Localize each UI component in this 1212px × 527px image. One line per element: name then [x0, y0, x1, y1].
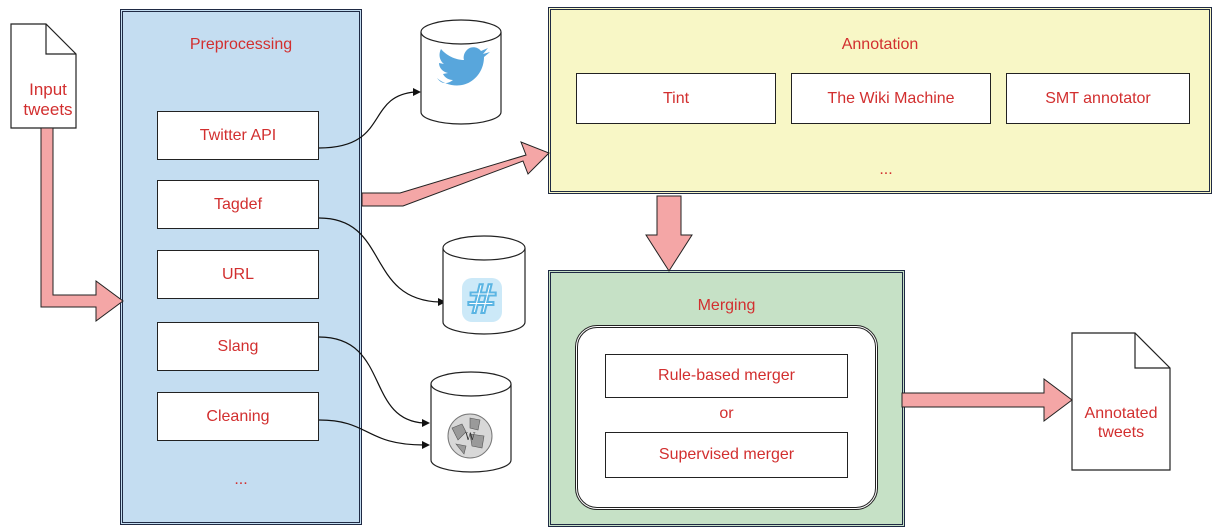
- supervised-merger-box: Supervised merger: [605, 432, 848, 478]
- arrow-annotation-to-merging: [645, 195, 693, 272]
- svg-text:W: W: [465, 432, 476, 443]
- annotated-tweets-label: Annotated tweets: [1072, 404, 1170, 442]
- hashtag-database: #: [442, 235, 526, 335]
- annotation-title: Annotation: [841, 36, 919, 53]
- arrow-preprocessing-to-annotation: [361, 141, 550, 207]
- twitter-api-box: Twitter API: [157, 111, 319, 160]
- annotated-tweets-document: [1071, 332, 1171, 471]
- connector-tagdef: [318, 217, 441, 303]
- svg-text:#: #: [465, 277, 499, 323]
- annotation-ellipsis: ...: [879, 161, 893, 178]
- preprocessing-title: Preprocessing: [189, 36, 293, 53]
- annotated-tweets-label-line1: Annotated: [1084, 405, 1158, 422]
- input-tweets-label: Input tweets: [13, 80, 83, 121]
- wiki-machine-box: The Wiki Machine: [791, 73, 991, 124]
- input-tweets-label-line2: tweets: [23, 100, 73, 120]
- preprocessing-ellipsis: ...: [234, 471, 248, 488]
- arrow-merging-to-output: [901, 378, 1073, 422]
- url-box: URL: [157, 250, 319, 299]
- connector-slang: [318, 336, 425, 424]
- merging-title: Merging: [697, 297, 756, 314]
- hashtag-icon: #: [462, 276, 502, 324]
- smt-annotator-box: SMT annotator: [1006, 73, 1190, 124]
- twitter-database: [420, 19, 502, 125]
- twitter-bird-icon: [437, 47, 490, 86]
- annotated-tweets-label-line2: tweets: [1097, 424, 1145, 442]
- cleaning-box: Cleaning: [157, 392, 319, 441]
- tagdef-box: Tagdef: [157, 180, 319, 229]
- connector-twitter-api: [318, 91, 416, 149]
- arrow-input-to-preprocessing: [40, 127, 124, 322]
- input-tweets-document: [10, 23, 77, 129]
- input-tweets-label-line1: Input: [29, 80, 67, 99]
- tint-box: Tint: [576, 73, 776, 124]
- merger-or-label: or: [719, 405, 734, 422]
- connector-cleaning: [318, 419, 425, 446]
- slang-box: Slang: [157, 322, 319, 371]
- rule-based-merger-box: Rule-based merger: [605, 354, 848, 398]
- wikipedia-globe-icon: W: [447, 413, 493, 459]
- wikipedia-database: W: [430, 371, 512, 473]
